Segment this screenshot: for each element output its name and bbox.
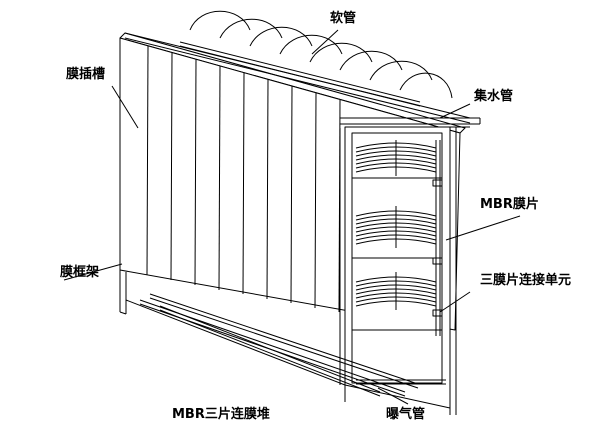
label-mbr-sheet: MBR膜片	[480, 196, 539, 212]
membrane-connector	[432, 140, 443, 336]
leader-header	[439, 103, 471, 119]
label-membrane-frame: 膜框架	[60, 264, 99, 280]
leader-aeration	[377, 387, 409, 405]
leader-sheet	[445, 215, 521, 241]
membrane-unit-bottom	[352, 272, 442, 331]
label-three-sheet-unit: 三膜片连接单元	[480, 272, 571, 288]
label-membrane-slot: 膜插槽	[66, 66, 105, 82]
leader-lines	[63, 29, 521, 405]
frame-legs	[119, 270, 457, 415]
aeration-pipes	[139, 293, 446, 397]
membrane-unit-middle	[352, 206, 442, 259]
leader-slot	[111, 85, 139, 129]
label-water-header: 集水管	[473, 88, 513, 104]
hoses	[179, 10, 453, 107]
diagram-caption: MBR三片连膜堆	[172, 406, 270, 422]
leader-frame	[63, 263, 123, 281]
frame-end	[339, 126, 470, 410]
leader-hose	[311, 29, 339, 55]
label-aeration-pipe: 曝气管	[386, 406, 425, 422]
label-hose: 软管	[330, 10, 356, 26]
membrane-unit-top	[352, 140, 442, 179]
leader-unit	[439, 291, 471, 313]
